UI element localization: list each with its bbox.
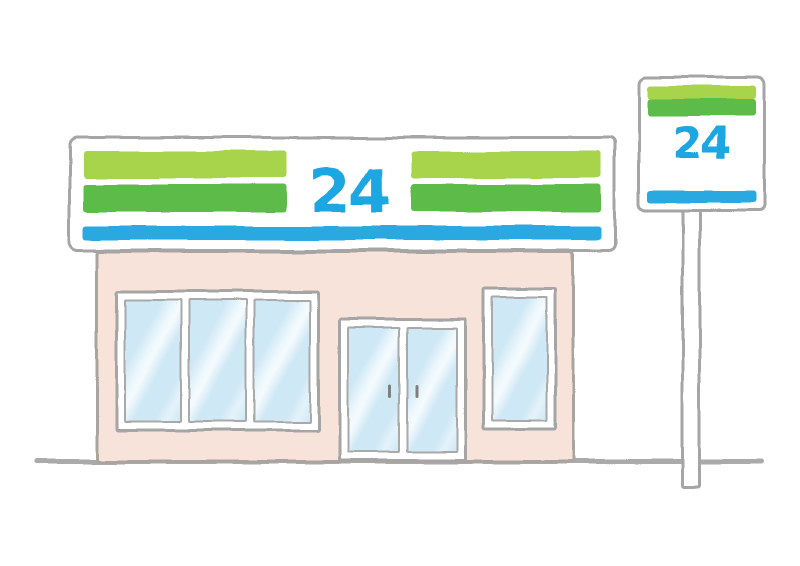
window-pane: [124, 299, 183, 423]
pole-sign-stripe-blue: [647, 191, 756, 203]
pole-sign-stripe-green: [647, 99, 756, 116]
window-pane: [188, 299, 247, 423]
door-handle-icon: [414, 385, 418, 399]
pole-sign-stripe-lightgreen: [647, 86, 756, 99]
storefront-fascia-sign: 24: [68, 136, 616, 252]
door-right-panel: [405, 327, 458, 453]
door-handle-icon: [387, 385, 391, 399]
fascia-stripe-lightgreen-left: [83, 151, 287, 178]
window-pane: [252, 299, 311, 423]
pole-sign-board: 24: [637, 76, 766, 212]
window-pane: [491, 296, 548, 421]
fascia-stripe-green-left: [83, 184, 287, 212]
right-window: [482, 287, 557, 430]
fascia-stripe-lightgreen-right: [411, 151, 601, 178]
left-window: [115, 290, 320, 432]
storefront-sign-24-label: 24: [309, 157, 391, 227]
entrance-door: [338, 318, 467, 462]
fascia-stripe-green-right: [411, 184, 601, 212]
fascia-stripe-blue: [83, 226, 601, 240]
door-left-panel: [347, 327, 400, 453]
pole-sign-24-label: 24: [672, 118, 732, 169]
